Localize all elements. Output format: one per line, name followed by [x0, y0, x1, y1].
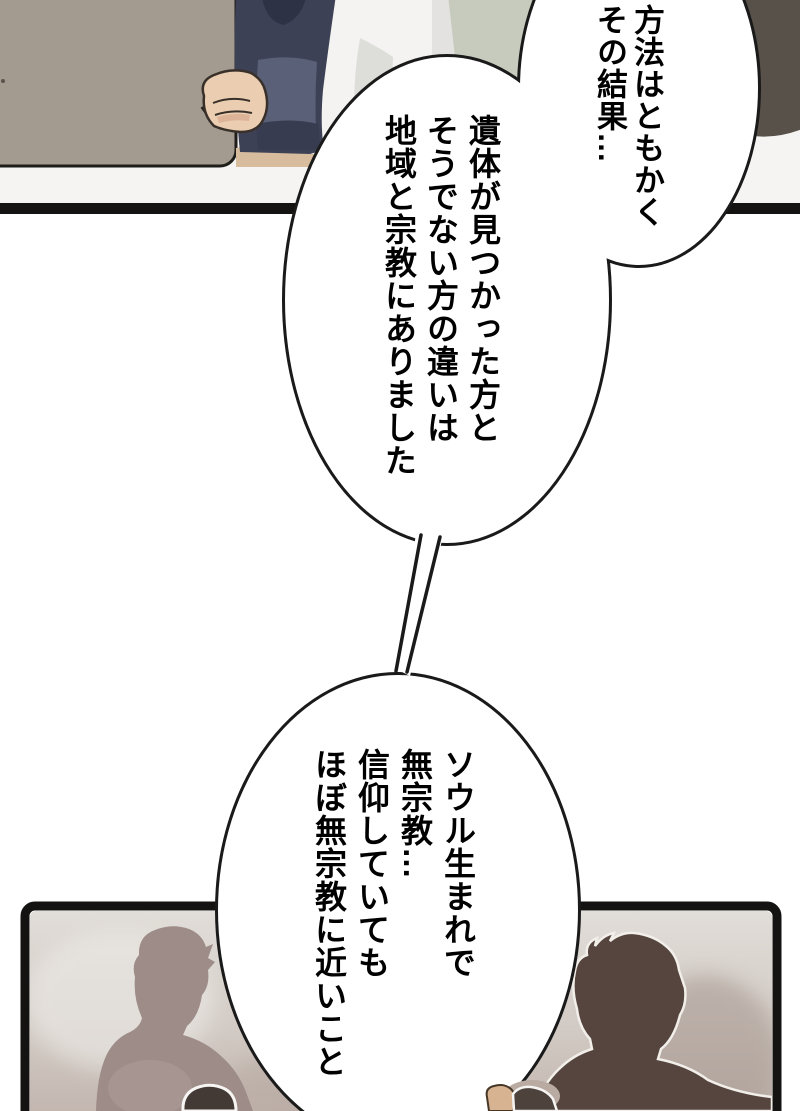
board-speck — [1, 79, 5, 83]
bubble-tail-line-left — [394, 533, 423, 673]
hand — [201, 69, 269, 134]
front-row-overlap — [485, 1080, 560, 1111]
bubble-middle-fill — [285, 57, 609, 543]
right-audience-silhouette — [531, 931, 772, 1111]
front-row-head-left — [181, 1083, 238, 1111]
bubble-bottom-fill — [218, 675, 578, 1111]
left-silhouette-highlight — [108, 1060, 192, 1111]
front-row-hand — [485, 1084, 517, 1111]
front-row-head-right — [511, 1085, 559, 1111]
sleeve-shadow — [262, 0, 306, 25]
finger-line-2 — [214, 110, 253, 116]
speech-bubbles — [215, 0, 761, 1111]
board — [0, 0, 238, 168]
finger-line-1 — [212, 97, 251, 104]
sleeve-fold — [256, 120, 321, 150]
finger-shadow — [217, 113, 250, 123]
bubble-tail-line-right — [405, 535, 442, 674]
